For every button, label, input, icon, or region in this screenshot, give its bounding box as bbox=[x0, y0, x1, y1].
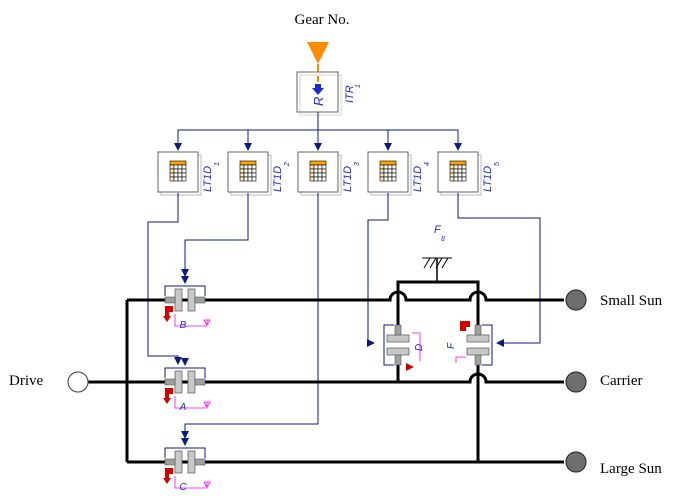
clutch-label: D bbox=[414, 344, 425, 351]
carrier-label: Carrier bbox=[600, 373, 642, 389]
clutch-label: A bbox=[179, 402, 187, 413]
control-wires bbox=[147, 193, 541, 439]
table-index: 3 bbox=[354, 162, 361, 166]
clutch-a[interactable]: A bbox=[163, 358, 211, 413]
blue-down-arrow-icon bbox=[312, 84, 324, 95]
small-sun-label: Small Sun bbox=[600, 293, 663, 309]
clutch-c[interactable]: C bbox=[163, 438, 211, 493]
table-label: LT1D bbox=[272, 166, 284, 192]
carrier-port[interactable] bbox=[565, 371, 587, 393]
table-grid-icon bbox=[239, 160, 257, 182]
drive-label: Drive bbox=[9, 373, 43, 389]
table-index: 2 bbox=[284, 162, 291, 167]
clutch-b[interactable]: B bbox=[163, 276, 211, 331]
large-sun-label: Large Sun bbox=[600, 461, 662, 477]
table-label: LT1D bbox=[412, 166, 424, 192]
fixed-label: F bbox=[434, 224, 442, 236]
itr-glyph: R bbox=[311, 97, 326, 106]
table-grid-icon bbox=[379, 160, 397, 182]
itr-label: ITR bbox=[344, 85, 356, 103]
clutch-label: C bbox=[179, 482, 187, 493]
table-grid-icon bbox=[449, 160, 467, 182]
gear-number-title: Gear No. bbox=[295, 12, 350, 28]
table-grid-icon bbox=[309, 160, 327, 182]
clutch-f[interactable]: F bbox=[446, 321, 493, 366]
table-index: 4 bbox=[424, 162, 431, 166]
table-grid-icon bbox=[169, 160, 187, 182]
clutch-label: B bbox=[180, 320, 187, 331]
large-sun-port[interactable] bbox=[565, 451, 587, 473]
gear-input-arrow[interactable] bbox=[307, 42, 329, 72]
clutches: B A C D F bbox=[163, 276, 493, 493]
table-label: LT1D bbox=[342, 166, 354, 192]
itr-block[interactable]: R bbox=[296, 71, 342, 116]
table-label: LT1D bbox=[482, 166, 494, 192]
small-sun-port[interactable] bbox=[565, 289, 587, 311]
drive-port[interactable] bbox=[67, 371, 89, 393]
itr-index: 1 bbox=[355, 84, 362, 88]
table-index: 1 bbox=[214, 162, 221, 166]
distribution-bus bbox=[174, 112, 462, 151]
clutch-label: F bbox=[446, 342, 457, 349]
fixed-index: 8 bbox=[441, 236, 445, 243]
table-label: LT1D bbox=[202, 166, 214, 192]
clutch-d[interactable]: D bbox=[383, 324, 425, 371]
table-index: 5 bbox=[494, 162, 501, 166]
mechanical-shafts bbox=[88, 280, 564, 464]
fixed-ground bbox=[422, 257, 452, 282]
